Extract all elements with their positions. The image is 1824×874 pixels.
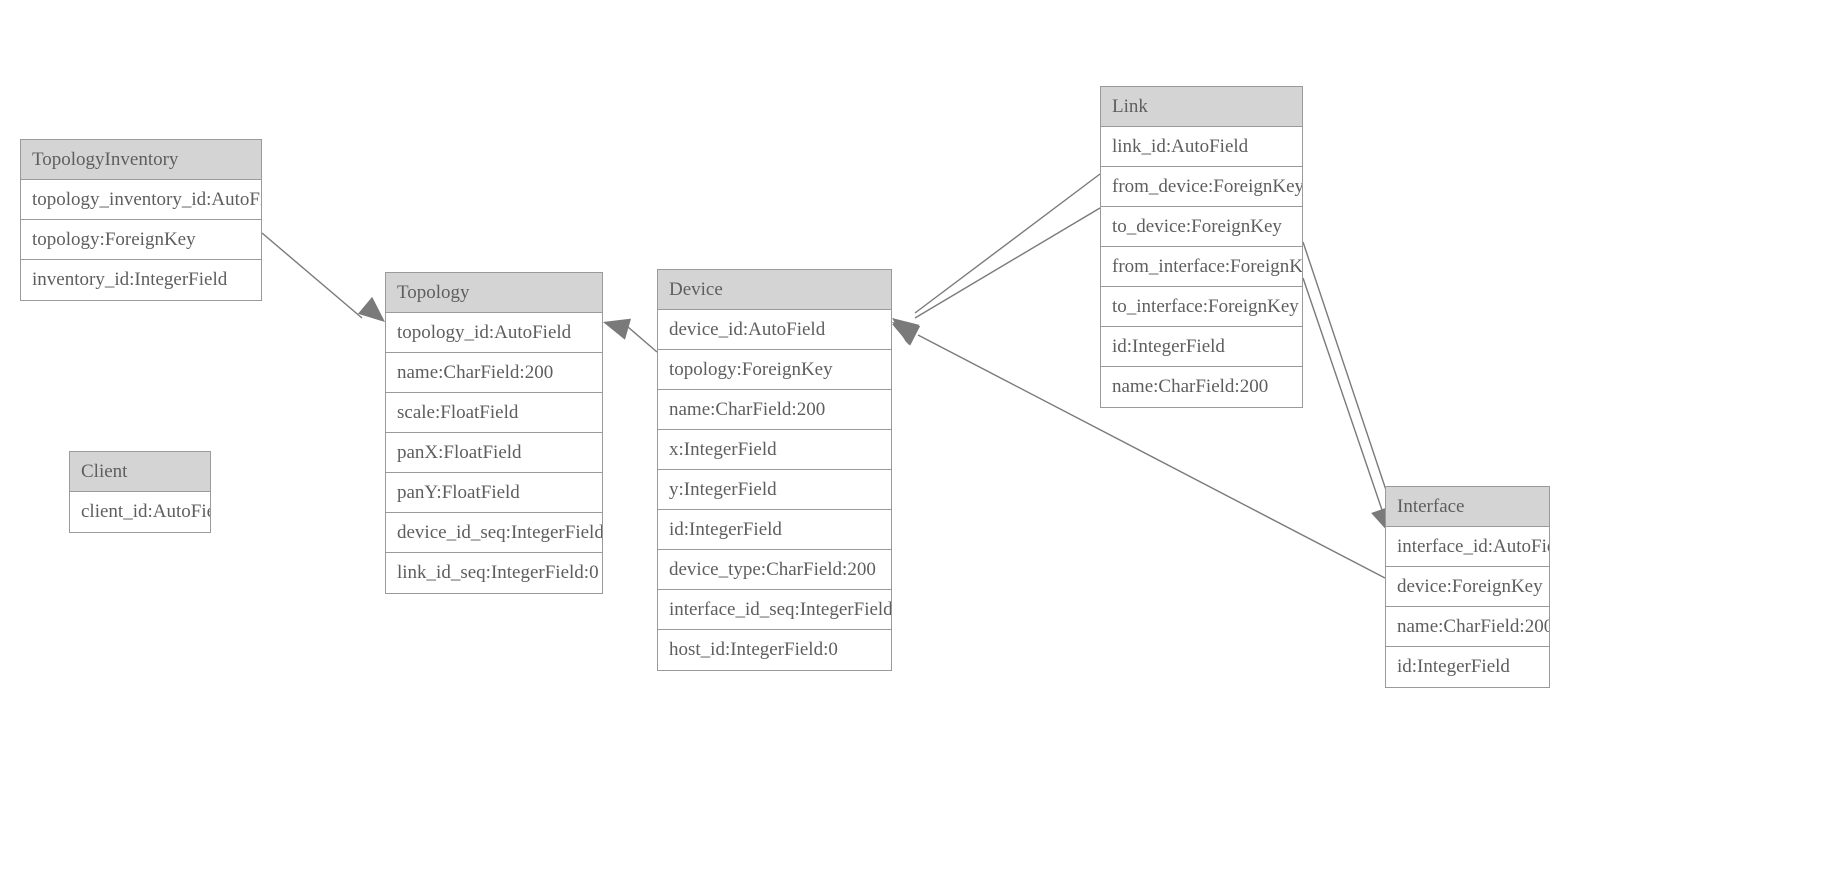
entity-field: name:CharField:200 [1386, 607, 1549, 647]
relationship-line [1302, 277, 1383, 511]
entity-field: id:IntegerField [1397, 656, 1510, 677]
entity-interface[interactable]: Interfaceinterface_id:AutoFielddevice:Fo… [1385, 486, 1550, 688]
entity-client[interactable]: Client client_id:AutoField [69, 451, 211, 533]
entity-field: panX:FloatField [386, 433, 602, 473]
entity-field: link_id:AutoField [1101, 127, 1302, 167]
entity-field: host_id:IntegerField:0 [669, 639, 838, 660]
entity-field: to_interface:ForeignKey [1101, 287, 1302, 327]
relationship-line [1302, 241, 1393, 509]
entity-field: x:IntegerField [658, 430, 891, 470]
entity-field: name:CharField:200 [658, 390, 891, 430]
entity-title-topology_inventory: TopologyInventory [21, 140, 261, 180]
entity-field: interface_id_seq:IntegerField:0 [658, 590, 891, 630]
entity-field: panY:FloatField [386, 473, 602, 513]
entity-field: device:ForeignKey [1386, 567, 1549, 607]
entity-field: y:IntegerField [658, 470, 891, 510]
entity-field: topology_inventory_id:AutoField [21, 180, 261, 220]
entity-field: id:IntegerField [658, 510, 891, 550]
entity-field: from_device:ForeignKey [1101, 167, 1302, 207]
entity-field: inventory_id:IntegerField [32, 269, 228, 290]
entity-field: from_interface:ForeignKey [1101, 247, 1302, 287]
entity-field: client_id:AutoField [81, 501, 210, 522]
relationship-line [914, 207, 1101, 319]
entity-field: device_id:AutoField [658, 310, 891, 350]
entity-field: interface_id:AutoField [1386, 527, 1549, 567]
entity-field: topology:ForeignKey [658, 350, 891, 390]
entity-field: to_device:ForeignKey [1101, 207, 1302, 247]
entity-field: scale:FloatField [386, 393, 602, 433]
entity-field: id:IntegerField [1101, 327, 1302, 367]
entity-title-link: Link [1101, 87, 1302, 127]
entity-title-client: Client [70, 452, 210, 492]
entity-field: link_id_seq:IntegerField:0 [397, 562, 599, 583]
entity-field: device_type:CharField:200 [658, 550, 891, 590]
relationship-arrowhead [603, 318, 632, 340]
entity-title-interface: Interface [1386, 487, 1549, 527]
entity-title-device: Device [658, 270, 891, 310]
entity-field: device_id_seq:IntegerField:0 [386, 513, 602, 553]
entity-field: name:CharField:200 [386, 353, 602, 393]
entity-field: topology:ForeignKey [21, 220, 261, 260]
entity-field: topology_id:AutoField [386, 313, 602, 353]
entity-field: name:CharField:200 [1112, 376, 1269, 397]
entity-title-topology: Topology [386, 273, 602, 313]
relationship-line [261, 232, 363, 319]
relationship-line [627, 326, 658, 353]
relationship-line [914, 173, 1101, 314]
